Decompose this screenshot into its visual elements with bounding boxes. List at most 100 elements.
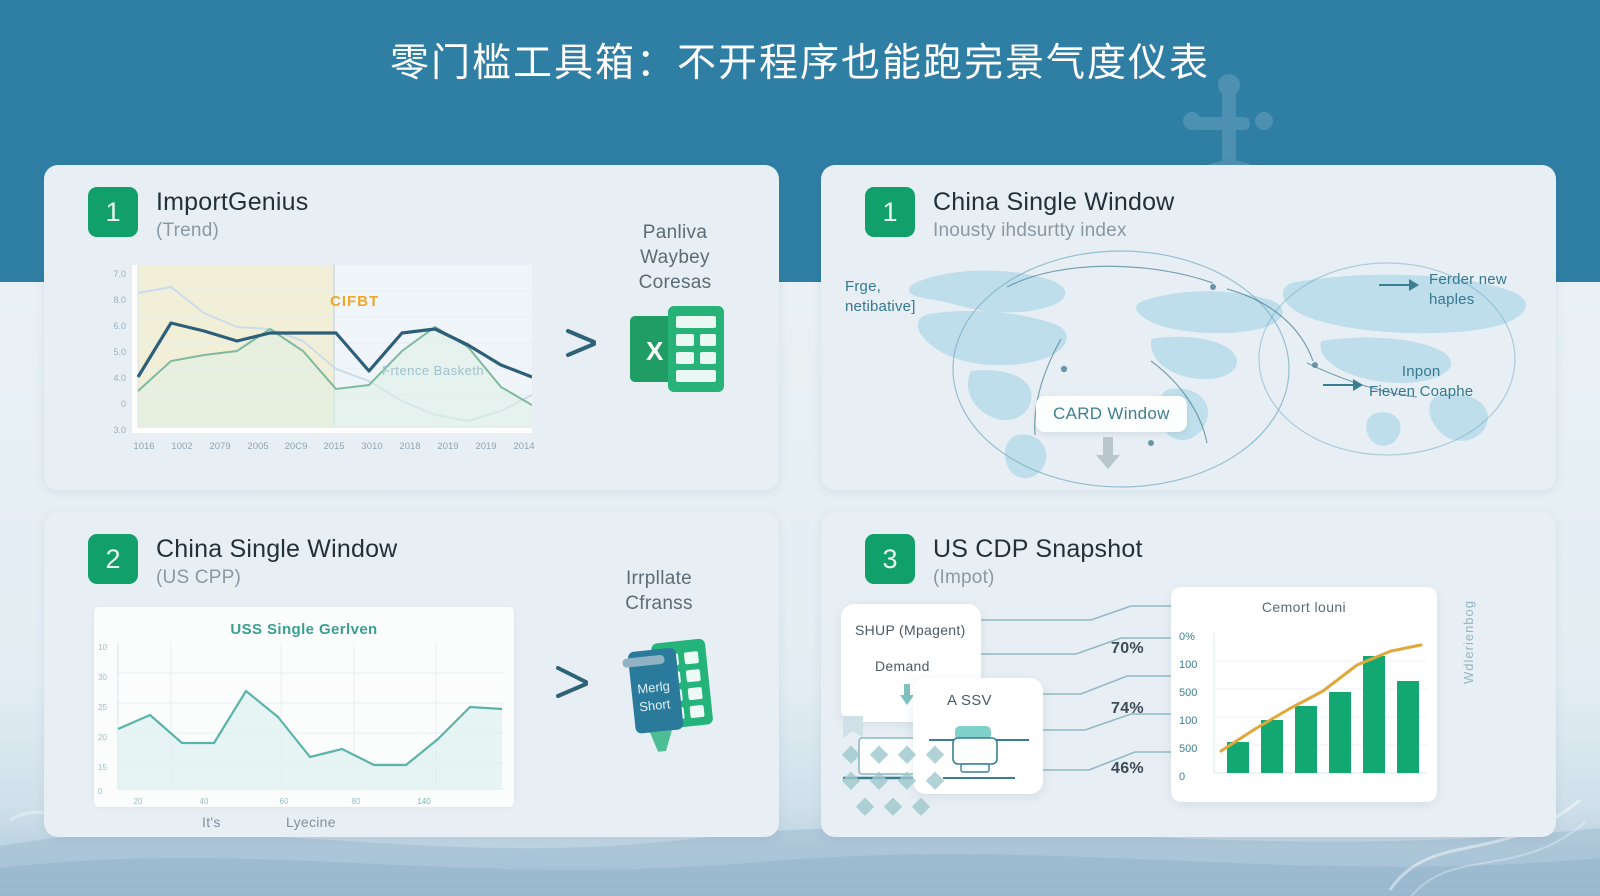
y-tick: 10 <box>98 643 107 652</box>
svg-text:Merlg: Merlg <box>637 678 671 696</box>
percentage-label: 70% <box>1111 640 1144 657</box>
x-tick: 2018 <box>399 441 421 452</box>
chart-plot-area <box>132 265 532 433</box>
map-note-left: Frge, netibative] <box>845 277 916 318</box>
x-tick: 20 <box>133 797 143 806</box>
chart-title: Cemort louni <box>1261 599 1347 615</box>
card-subtitle: Inousty ihdsurtty index <box>933 219 1127 241</box>
card-header: 3 US CDP Snapshot (Impot) <box>865 534 1143 589</box>
y-tick: 3.0 <box>113 425 126 435</box>
map-note-line: Ferder new <box>1429 271 1507 288</box>
card-title: US CDP Snapshot <box>933 535 1143 563</box>
badge-number: 1 <box>88 187 138 237</box>
x-tick: 2005 <box>247 441 269 452</box>
side-note-line: Coresas <box>638 272 712 294</box>
badge-number: 3 <box>865 534 915 584</box>
card-subtitle: (Trend) <box>156 219 219 241</box>
map-note-line: haples <box>1429 291 1475 309</box>
card-subtitle: (Impot) <box>933 566 995 588</box>
x-tick: 2019 <box>475 441 497 452</box>
card-china-single-window-uscpp[interactable]: 2 China Single Window (US CPP) USS Singl… <box>44 512 779 837</box>
side-note-line: Cfranss <box>625 593 693 615</box>
x-tick: 2019 <box>437 441 459 452</box>
card-title: China Single Window <box>156 535 398 563</box>
excel-spreadsheet-icon[interactable]: X <box>624 300 734 400</box>
chart-annotation-cifbt: CIFBT <box>330 293 380 310</box>
y-tick: 0 <box>1179 771 1186 783</box>
chart-annotation-basket: Frtence Basketh <box>382 363 485 378</box>
chart-plot-area <box>116 643 504 790</box>
y-tick: 7.0 <box>113 269 126 279</box>
card-header: 1 ImportGenius (Trend) <box>88 187 308 242</box>
side-note-line: Irrpllate <box>625 568 693 589</box>
flow-card-title: SHUP (Mpagent) <box>855 622 966 638</box>
card-importgenius[interactable]: 1 ImportGenius (Trend) 7.0 8.0 6.0 5.0 4… <box>44 165 779 490</box>
y-tick: 4.0 <box>113 373 126 383</box>
x-tick: 140 <box>417 797 431 806</box>
arrow-right-icon <box>1323 379 1363 391</box>
card-subtitle: (US CPP) <box>156 566 241 588</box>
card-us-cdp-snapshot[interactable]: 3 US CDP Snapshot (Impot) SHUP (Mpagent) <box>821 512 1556 837</box>
card-header: 2 China Single Window (US CPP) <box>88 534 397 589</box>
y-tick: 0 <box>120 399 126 409</box>
dot-grid-decoration <box>841 745 945 816</box>
badge-number: 1 <box>865 187 915 237</box>
map-note-line: Fieven Coaphe <box>1369 383 1474 401</box>
y-tick: 20 <box>98 733 107 742</box>
page-title: 零门槛工具箱：不开程序也能跑完景气度仪表 <box>389 42 1210 85</box>
x-tick: 2015 <box>323 441 345 452</box>
y-tick: 15 <box>98 763 107 772</box>
chart-foot-label: Lyecine <box>286 814 336 830</box>
side-note: Panliva Waybey Coresas <box>590 220 760 295</box>
trend-line-chart: 7.0 8.0 6.0 5.0 4.0 0 3.0 <box>92 265 535 465</box>
document-spreadsheet-icon[interactable]: Merlg Short <box>622 632 722 754</box>
x-tick: 3010 <box>361 441 383 452</box>
card-china-single-window-index[interactable]: 1 China Single Window Inousty ihdsurtty … <box>821 165 1556 490</box>
y-tick: 0 <box>98 787 103 796</box>
svg-text:X: X <box>646 336 664 366</box>
arrow-right-icon <box>1379 279 1419 291</box>
x-tick: 2079 <box>209 441 231 452</box>
svg-text:Short: Short <box>638 696 671 714</box>
x-tick: 2014 <box>513 441 535 452</box>
x-tick: 1002 <box>171 441 193 452</box>
arrow-right-small-icon <box>556 666 588 698</box>
y-tick: 6.0 <box>113 321 126 331</box>
y-tick: 500 <box>1179 743 1198 755</box>
chart-plot-area <box>1213 633 1427 774</box>
arrow-right-small-icon <box>566 329 596 357</box>
percentage-label: 46% <box>1111 760 1144 777</box>
side-note-line: Waybey <box>640 247 710 269</box>
x-tick: 1016 <box>133 441 155 452</box>
map-note-right-top: Ferder new haples <box>1429 270 1507 311</box>
x-tick: 80 <box>351 797 361 806</box>
map-note-line: netibative] <box>845 298 916 316</box>
device-window-icon <box>929 726 1029 779</box>
x-tick: 40 <box>199 797 209 806</box>
y-tick: 5.0 <box>113 347 126 357</box>
card-header: 1 China Single Window Inousty ihdsurtty … <box>865 187 1174 242</box>
card-grid: 1 ImportGenius (Trend) 7.0 8.0 6.0 5.0 4… <box>44 165 1556 865</box>
y-tick: 8.0 <box>113 295 126 305</box>
arrow-down-icon <box>900 684 914 705</box>
x-tick: 60 <box>279 797 289 806</box>
side-note: Irrpllate Cfranss <box>564 566 754 616</box>
card-title: China Single Window <box>933 188 1175 216</box>
y-tick: 30 <box>98 673 107 682</box>
map-note-line: Frge, <box>845 278 882 295</box>
y-tick: 100 <box>1179 715 1198 727</box>
chart-title: USS Single Gerlven <box>230 621 378 638</box>
chart-foot-label: It's <box>202 814 221 830</box>
badge-number: 2 <box>88 534 138 584</box>
card-title: ImportGenius <box>156 188 309 216</box>
uscpp-area-chart: USS Single Gerlven 10 30 25 20 15 0 <box>94 607 514 807</box>
map-note-right-bottom: Inpon Fieven Coaphe <box>1369 362 1473 403</box>
y-tick: 25 <box>98 703 107 712</box>
y-tick: 100 <box>1179 659 1198 671</box>
cdp-bar-chart: Cemort louni 0% 100 500 100 500 0 <box>1171 587 1437 802</box>
card-window-pill[interactable]: CARD Window <box>1036 396 1187 432</box>
x-tick: 20C9 <box>284 441 308 452</box>
y-tick: 0% <box>1179 631 1195 643</box>
map-note-line: Inpon <box>1401 363 1441 380</box>
